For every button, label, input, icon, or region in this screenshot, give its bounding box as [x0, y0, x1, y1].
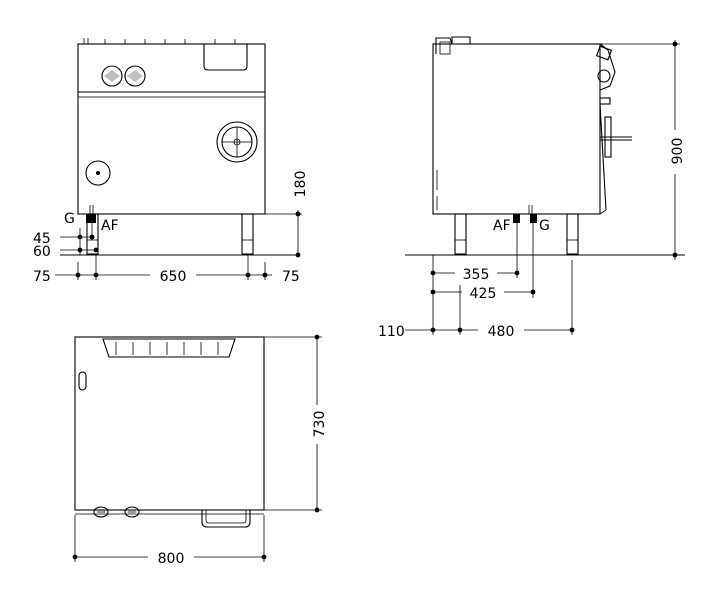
front-top-grill: [104, 39, 236, 44]
side-top-rim: [435, 37, 453, 54]
dim-label-425: 425: [470, 286, 497, 302]
front-gas-label: G: [64, 211, 75, 227]
dim-label-180: 180: [293, 171, 309, 198]
front-leg-right: [241, 213, 254, 255]
top-view: 730 800: [72, 334, 328, 567]
front-body: [77, 43, 266, 215]
front-tilt-wheel: [216, 121, 258, 163]
side-gas-label: G: [539, 218, 550, 234]
side-body: [432, 43, 601, 215]
top-hinge: [78, 371, 87, 391]
front-drain-center: [96, 171, 100, 175]
dim-label-60: 60: [33, 244, 51, 260]
front-drain: [85, 160, 111, 186]
front-control-knobs: [101, 65, 146, 87]
dim-label-480: 480: [488, 324, 515, 340]
side-top-rim: [451, 36, 471, 44]
dim-label-730: 730: [312, 411, 328, 438]
top-front-knobs: [93, 506, 140, 518]
top-front-handle: [201, 510, 251, 528]
top-body: [74, 336, 265, 511]
top-rear-grill: [102, 338, 236, 358]
side-water-label: AF: [493, 218, 511, 234]
side-tilt-crank: [600, 116, 632, 158]
dim-label-45: 45: [33, 231, 51, 247]
side-leg-back: [454, 213, 467, 255]
dim-label-110: 110: [378, 324, 405, 340]
side-gas-connection: [530, 214, 537, 223]
front-lid-handle: [203, 44, 248, 71]
dim-label-355: 355: [463, 267, 490, 283]
dim-label-right-75: 75: [282, 269, 300, 285]
front-connection-block: [86, 214, 96, 223]
side-leg-front: [566, 213, 579, 255]
dim-label-left-75: 75: [33, 269, 51, 285]
dim-label-800: 800: [158, 551, 185, 567]
side-view: AF G 900 355 425 110: [378, 36, 686, 340]
dim-label-650: 650: [160, 269, 187, 285]
front-water-label: AF: [101, 218, 119, 234]
side-knob: [597, 69, 611, 83]
dim-label-900: 900: [670, 138, 686, 165]
side-front-profile: [599, 43, 616, 91]
side-water-connection: [513, 214, 520, 223]
front-view: G AF 180 45 60 75 650 75: [33, 38, 309, 285]
